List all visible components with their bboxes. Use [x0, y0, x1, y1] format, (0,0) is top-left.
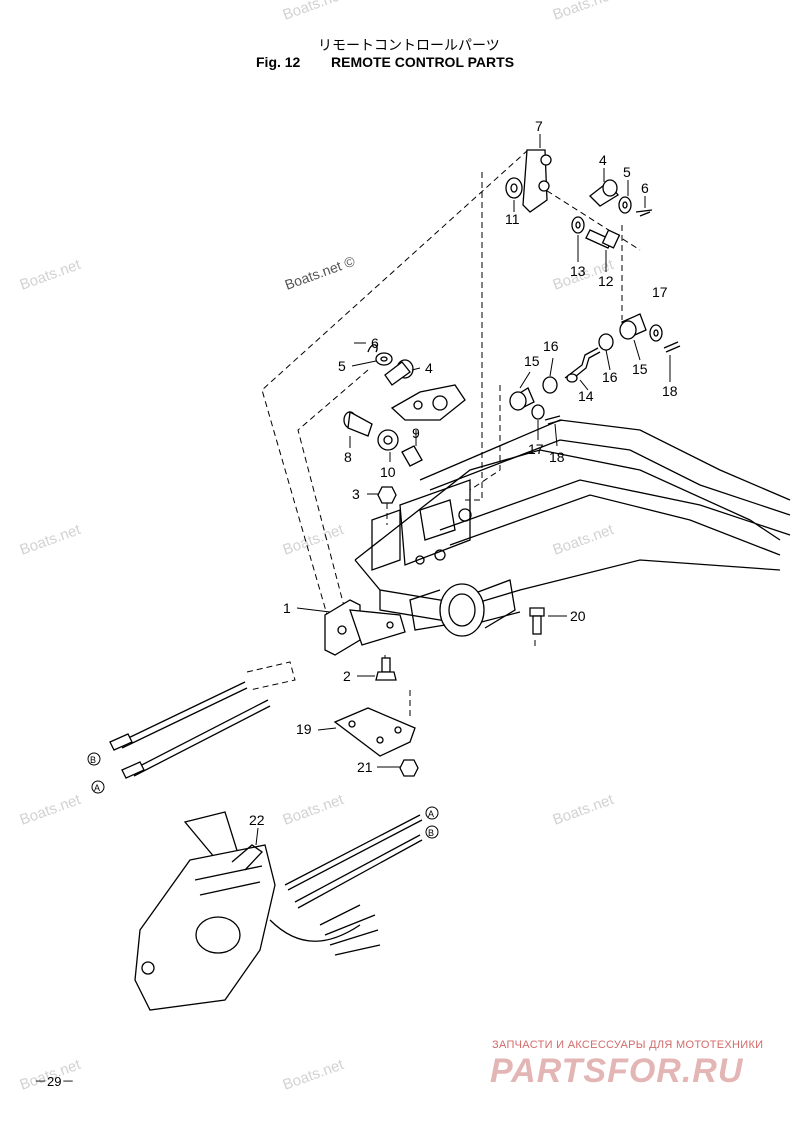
part-8-pin	[343, 410, 373, 437]
part-18-clip-left	[544, 415, 563, 425]
marker-letter: B	[90, 755, 96, 765]
part-15-joint-right	[619, 313, 647, 340]
callout-6-left: 6	[371, 335, 379, 351]
cable-marker-a-lower: A	[91, 780, 105, 794]
part-15-joint-left	[509, 387, 535, 411]
watermark: Boats.net	[281, 791, 347, 829]
callout-19: 19	[296, 721, 312, 737]
callout-12: 12	[598, 273, 614, 289]
part-16-nut-left	[542, 376, 558, 394]
watermark: Boats.net	[281, 521, 347, 559]
part-12-bolt	[585, 229, 621, 249]
callout-4-upper: 4	[599, 152, 607, 168]
callout-21: 21	[357, 759, 373, 775]
wire-harness	[319, 904, 381, 956]
callout-16-right: 16	[602, 369, 618, 385]
part-5-washer-left	[375, 352, 393, 366]
part-17-washer-left	[531, 404, 545, 420]
part-13-washer	[571, 216, 585, 234]
part-9-collar	[377, 429, 399, 451]
callout-14: 14	[578, 388, 594, 404]
watermark: Boats.net	[551, 0, 617, 24]
shop-logo: PARTSFOR.RU	[490, 1052, 744, 1090]
callout-18-lower: 18	[549, 449, 565, 465]
part-6-clip-left	[367, 344, 378, 353]
cable-marker-a-upper: A	[425, 806, 439, 820]
callout-15-right: 15	[632, 361, 648, 377]
watermark: Boats.net	[551, 791, 617, 829]
cable-marker-b-lower: B	[87, 752, 101, 766]
callout-16-left: 16	[543, 338, 559, 354]
page-number: －29－	[34, 1074, 74, 1089]
figure-title: REMOTE CONTROL PARTS	[331, 54, 514, 70]
callout-4-left: 4	[425, 360, 433, 376]
part-17-washer-right	[649, 324, 663, 342]
callout-22: 22	[249, 812, 265, 828]
callout-9: 9	[412, 425, 420, 441]
assembly-guide-lines	[246, 149, 641, 720]
callout-5-upper: 5	[623, 164, 631, 180]
watermark: Boats.net	[281, 1056, 347, 1094]
control-cables-lower	[109, 681, 271, 779]
callout-18-right: 18	[662, 383, 678, 399]
part-7-lever	[522, 149, 552, 213]
callout-20: 20	[570, 608, 586, 624]
title-japanese: リモートコントロールパーツ	[318, 38, 500, 54]
part-22-remote-control-box	[134, 811, 276, 1011]
part-20-bolt	[529, 607, 545, 635]
callout-numbers: 7 4 5 6 11 13 12 17 6 5 4 16 15 14 16 15…	[249, 118, 678, 828]
part-18-clip-right	[663, 341, 681, 353]
callout-13: 13	[570, 263, 586, 279]
part-6-clip-right	[635, 209, 653, 217]
part-11-washer	[505, 177, 523, 199]
part-2-bolt	[375, 657, 397, 681]
part-3-nut	[377, 486, 397, 525]
part-1-bracket	[324, 599, 406, 656]
part-21-nut	[399, 759, 419, 777]
part-4-joint-left	[384, 359, 414, 386]
callout-6-upper: 6	[641, 180, 649, 196]
watermark: Boats.net	[18, 791, 84, 829]
pivot-block	[390, 384, 466, 421]
part-16-nut-right	[598, 333, 614, 351]
watermark: Boats.net	[18, 521, 84, 559]
callout-1: 1	[283, 600, 291, 616]
control-cables-upper	[269, 814, 423, 942]
part-5-washer-right	[618, 196, 632, 214]
part-10-bushing	[401, 445, 423, 467]
leader-lines	[255, 134, 671, 846]
callout-11: 11	[505, 211, 520, 227]
marker-letter: B	[428, 828, 434, 838]
callout-5-left: 5	[338, 358, 346, 374]
watermark: Boats.net	[281, 0, 347, 24]
callout-8: 8	[344, 449, 352, 465]
part-4-joint-right	[589, 179, 619, 207]
engine-bracket-assembly	[354, 419, 791, 637]
watermark-copyright: Boats.net ©	[283, 252, 358, 292]
marker-letter: A	[94, 783, 100, 793]
callout-10: 10	[380, 464, 396, 480]
callout-17-upper: 17	[652, 284, 668, 300]
watermark: Boats.net	[18, 256, 84, 294]
part-19-plate	[333, 707, 416, 757]
shop-tagline: ЗАПЧАСТИ И АКСЕССУАРЫ ДЛЯ МОТОТЕХНИКИ	[492, 1039, 763, 1051]
figure-number: Fig. 12	[256, 54, 301, 70]
callout-17-lower: 17	[528, 441, 544, 457]
callout-2: 2	[343, 668, 351, 684]
watermark: Boats.net	[551, 521, 617, 559]
callout-15-left: 15	[524, 353, 540, 369]
cable-marker-b-upper: B	[425, 825, 439, 839]
callout-7: 7	[535, 118, 543, 134]
marker-letter: A	[428, 809, 434, 819]
part-14-link-rod	[564, 347, 601, 383]
callout-3: 3	[352, 486, 360, 502]
